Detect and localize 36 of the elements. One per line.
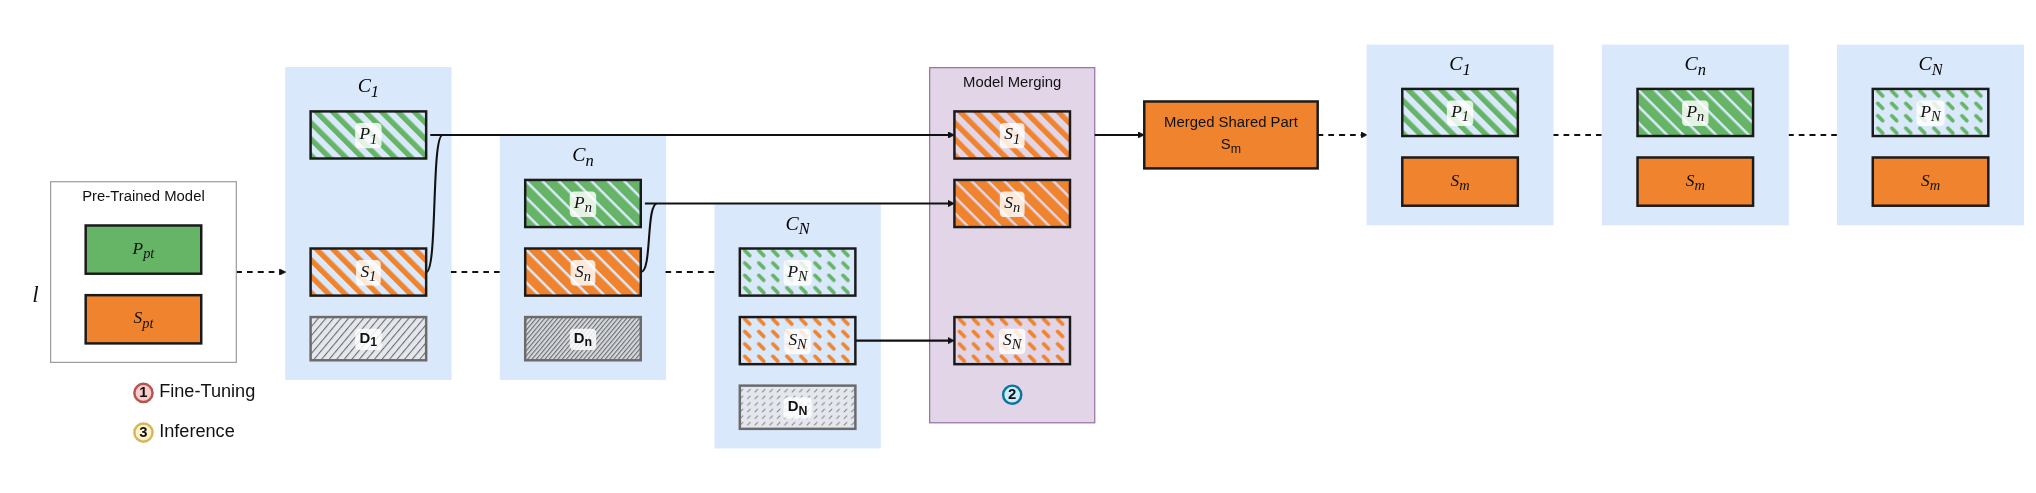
layer-block: Merged Shared Part S$_{m}$ (1143, 100, 1319, 170)
dotted-line (1552, 133, 1603, 136)
layer-block: S$_{n}$ (523, 247, 642, 297)
arrow (1094, 131, 1145, 139)
hatched-block: D$_{N}$ (738, 384, 857, 431)
arrow (855, 337, 955, 345)
layer-block: P$_{1}$ (309, 110, 428, 160)
step-number-badge: 1 (133, 382, 154, 404)
layer-block: S$_{m}$ (1871, 156, 1990, 207)
layer-block: S$_{N}$ (953, 315, 1072, 366)
dotted-line (450, 271, 501, 274)
hatched-block: D$_{n}$ (523, 315, 642, 362)
layer-block: S$_{N}$ (738, 315, 857, 366)
hatched-block: D$_{1}$ (309, 315, 428, 362)
stage-title: Inference (159, 421, 235, 442)
step-number-badge: 3 (133, 422, 154, 443)
step-number-badge: 2 (1001, 384, 1023, 406)
layer-block: P$_{pt}$ (84, 224, 203, 275)
layer-block: P$_{N}$ (738, 247, 857, 297)
dashed-arrow (236, 268, 287, 276)
layer-block: S$_{m}$ (1401, 156, 1520, 207)
layer-block: S$_{n}$ (953, 178, 1072, 229)
layer-block: P$_{n}$ (1636, 87, 1755, 138)
layer-block: P$_{1}$ (1401, 87, 1520, 138)
layer-block: S$_{m}$ (1636, 156, 1755, 207)
stage-title: Fine-Tuning (159, 382, 256, 403)
arrow (640, 199, 955, 273)
layer-block: S$_{pt}$ (84, 293, 203, 345)
dotted-line (665, 271, 716, 274)
layer-block: P$_{n}$ (523, 178, 642, 229)
layer-block: S$_{1}$ (309, 247, 428, 297)
layer-block: S$_{1}$ (953, 110, 1072, 160)
dotted-line (1788, 133, 1838, 136)
layer-block: P$_{N}$ (1871, 87, 1990, 138)
layer-index: l (32, 282, 39, 308)
dashed-arrow (1317, 131, 1368, 139)
